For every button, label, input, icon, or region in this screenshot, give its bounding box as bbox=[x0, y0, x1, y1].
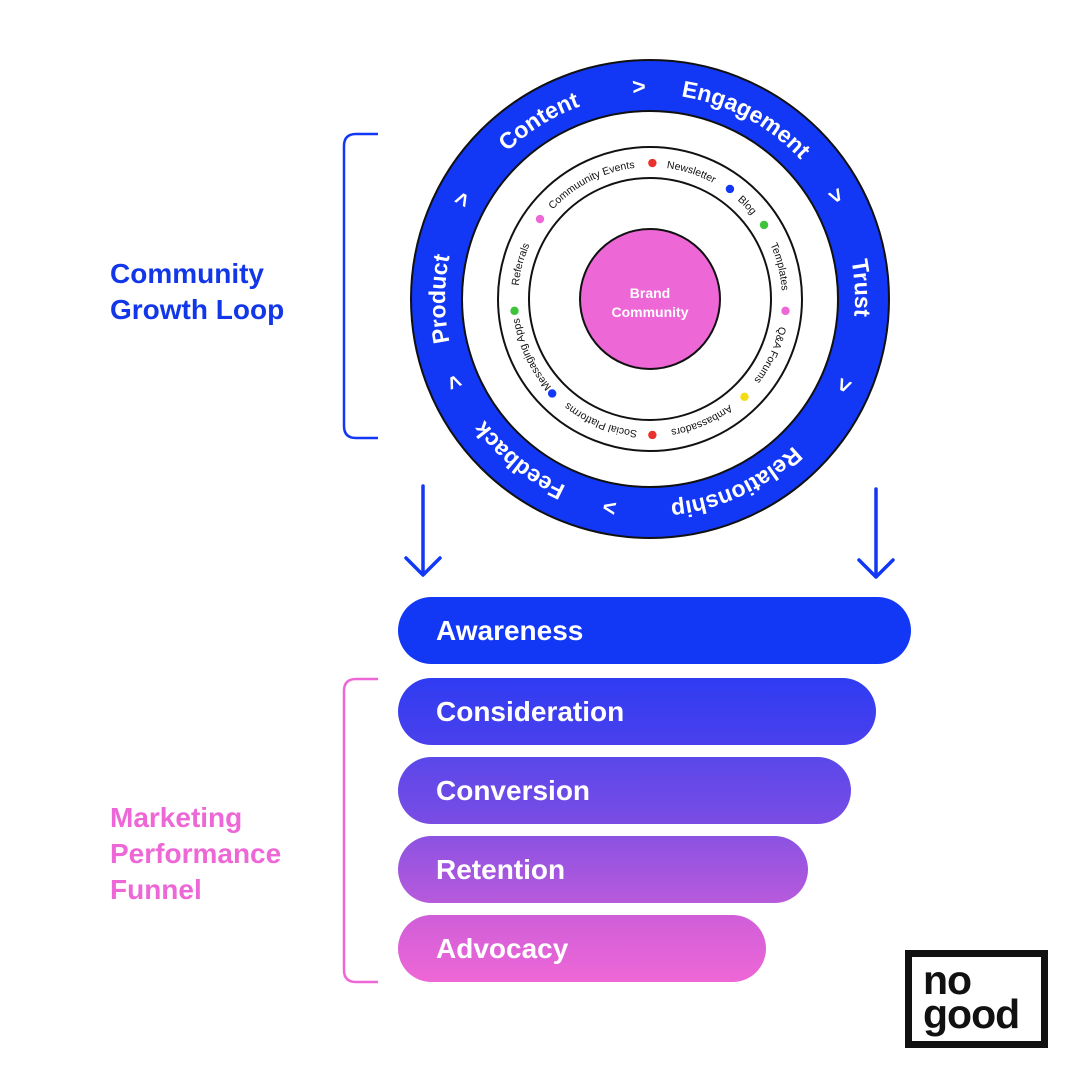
community-growth-loop-label: Community Growth Loop bbox=[110, 256, 284, 328]
channel-dot-icon bbox=[740, 392, 749, 402]
channel-dot-icon bbox=[510, 306, 519, 316]
label-line: Community bbox=[110, 258, 264, 289]
label-line: Marketing bbox=[110, 802, 243, 833]
channel-dot-icon bbox=[547, 389, 557, 398]
label-line: Funnel bbox=[110, 874, 202, 905]
funnel-stage-conversion: Conversion bbox=[398, 757, 851, 824]
channel-dot-icon bbox=[759, 220, 769, 230]
center-label: Community bbox=[612, 304, 689, 320]
channel-dot-icon bbox=[648, 158, 657, 168]
funnel-stage-awareness: Awareness bbox=[398, 597, 911, 664]
funnel-stage-retention: Retention bbox=[398, 836, 808, 903]
chevron-right-icon: > bbox=[632, 73, 647, 100]
down-arrow-icon bbox=[857, 487, 895, 579]
channel-dot-icon bbox=[781, 306, 790, 316]
brand-community-circle bbox=[579, 228, 721, 370]
loop-bracket bbox=[342, 132, 378, 440]
down-arrow-icon bbox=[404, 484, 442, 577]
channel-dot-icon bbox=[725, 184, 735, 194]
funnel-bracket bbox=[342, 677, 378, 984]
label-line: Performance bbox=[110, 838, 282, 869]
loop-stage-trust: Trust bbox=[846, 257, 876, 318]
funnel-stage-consideration: Consideration bbox=[398, 678, 876, 745]
label-line: Growth Loop bbox=[110, 294, 285, 325]
channel-dot-icon bbox=[535, 214, 545, 224]
channel-dot-icon bbox=[648, 430, 657, 440]
chevron-right-icon: > bbox=[600, 494, 618, 522]
funnel-stage-advocacy: Advocacy bbox=[398, 915, 766, 982]
center-label: Brand bbox=[630, 285, 670, 301]
loop-stage-product: Product bbox=[424, 251, 455, 345]
marketing-funnel-label: Marketing Performance Funnel bbox=[110, 800, 281, 908]
